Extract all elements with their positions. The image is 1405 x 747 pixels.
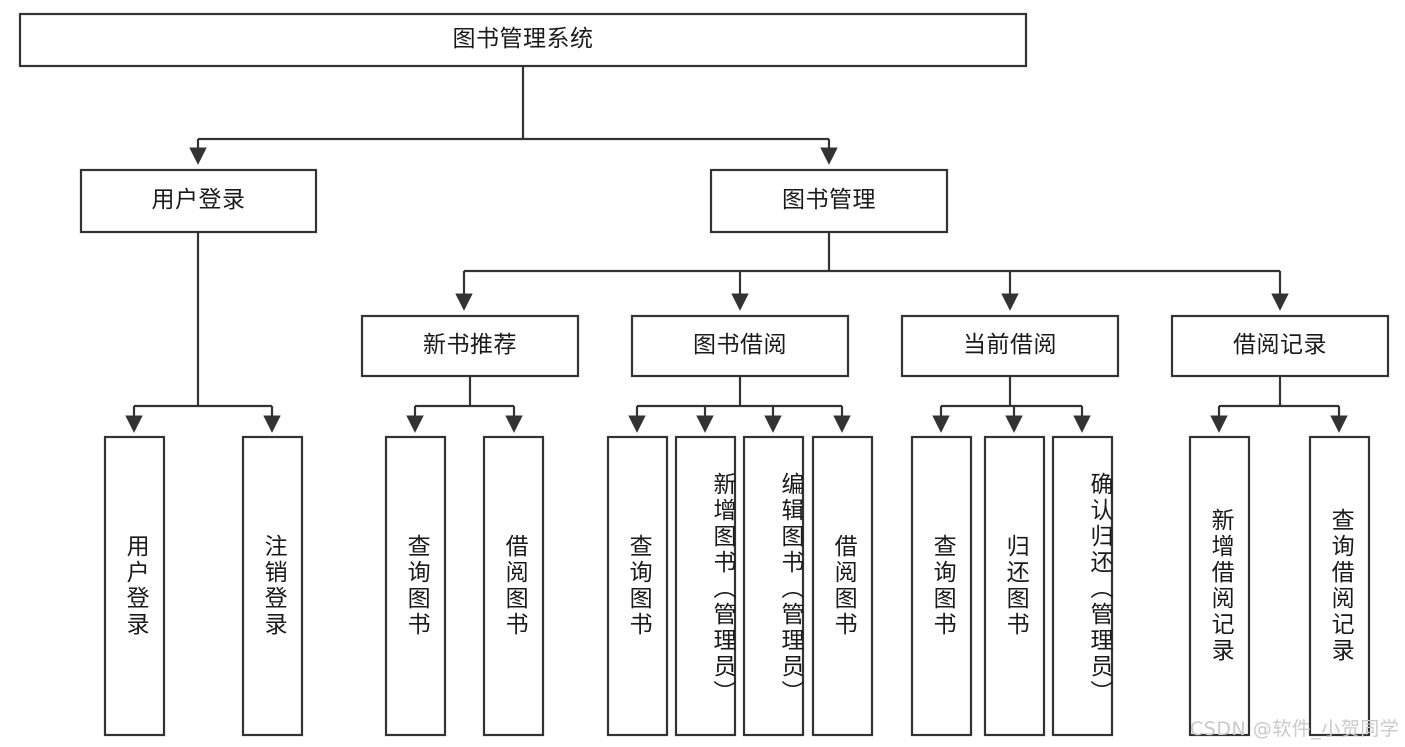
node-box-leaf-edit-book[interactable] <box>742 435 805 737</box>
node-box-leaf-user-login[interactable] <box>103 435 166 737</box>
node-box-leaf-borrow-book-2[interactable] <box>811 435 874 737</box>
node-box-leaf-query-book-1[interactable] <box>384 435 447 737</box>
node-box-leaf-borrow-book-1[interactable] <box>482 435 545 737</box>
node-box-user-login[interactable] <box>79 168 318 234</box>
node-box-new-book-recommend[interactable] <box>360 314 580 378</box>
node-box-leaf-query-book-3[interactable] <box>910 435 973 737</box>
node-box-leaf-query-record[interactable] <box>1308 435 1371 737</box>
csdn-watermark: CSDN @软件_小贺同学 <box>1190 718 1400 740</box>
node-box-leaf-confirm-return[interactable] <box>1051 435 1114 737</box>
node-box-leaf-query-book-2[interactable] <box>606 435 669 737</box>
node-box-borrow-record[interactable] <box>1170 314 1390 378</box>
node-box-root[interactable] <box>18 12 1028 68</box>
node-box-current-borrow[interactable] <box>900 314 1120 378</box>
node-box-leaf-return-book[interactable] <box>983 435 1046 737</box>
node-box-book-borrow[interactable] <box>630 314 850 378</box>
node-box-leaf-add-book[interactable] <box>674 435 737 737</box>
node-box-book-management[interactable] <box>709 168 949 234</box>
node-box-leaf-logout[interactable] <box>241 435 304 737</box>
node-box-leaf-add-record[interactable] <box>1188 435 1251 737</box>
